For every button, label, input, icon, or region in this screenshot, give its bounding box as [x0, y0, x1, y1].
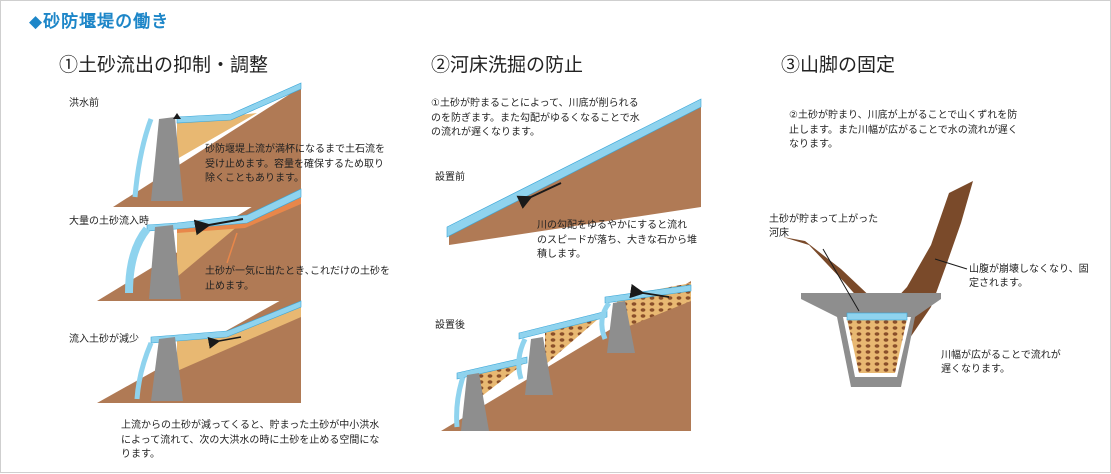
stage2-label: 大量の土砂流入時: [69, 216, 149, 227]
stage1-waterfall: [132, 118, 154, 198]
stage2-note: 土砂が一気に出たとき､これだけの土砂を止めます。: [205, 266, 390, 292]
after-dam-3: [607, 301, 635, 353]
stage2-flow-arrow: [193, 218, 244, 236]
before-flow-arrow: [516, 182, 562, 209]
after-water-2: [518, 310, 608, 340]
after-waterfall-2: [516, 337, 528, 380]
stage1-sediment: [177, 113, 257, 159]
stage2-diagram: [97, 177, 302, 301]
after-sediment-2: [545, 313, 605, 365]
stage1-note: 砂防堰堤上流が満杯になるまで土石流を受け止めます。容量を確保するため取り除くこと…: [205, 144, 385, 184]
section-2-note: 川の勾配をゆるやかにすると流れのスピードが落ち、大きな石から堆積します。: [537, 220, 697, 260]
riverbed-pointer: [822, 248, 860, 312]
river-sediment: [847, 319, 907, 373]
mountain-diagram: [783, 181, 973, 387]
section-1-title: ①土砂流出の抑制・調整: [59, 54, 269, 76]
stage3-diagram: [97, 289, 302, 403]
stage1-water: [176, 82, 302, 124]
section-3-intro: ②土砂が貯まり、川底が上がることで山くずれを防止します。また川幅が広がることで水…: [789, 110, 1018, 150]
after-waterfall-1: [454, 376, 466, 428]
stage1-dam: [151, 117, 183, 201]
after-water-1: [456, 356, 528, 380]
stage1-label: 洪水前: [69, 98, 99, 109]
stage3-flow-arrow: [207, 336, 242, 349]
after-dam-2: [525, 337, 553, 395]
after-dam-1: [461, 373, 489, 431]
stage3-sediment: [177, 307, 301, 371]
page-title: ◆砂防堰堤の働き: [29, 12, 170, 32]
stage2-dam: [149, 225, 181, 299]
section-2-intro: ①土砂が貯まることによって、川底が削られるのを防ぎます。また勾配がゆるくなること…: [431, 98, 640, 138]
before-label: 設置前: [435, 172, 465, 183]
slope-pointer: [934, 258, 968, 270]
river-water: [846, 312, 908, 321]
stage2-pointer: [226, 232, 238, 264]
before-water: [446, 98, 702, 238]
after-flow-arrow: [629, 283, 670, 299]
stage1-dam-top: [173, 113, 181, 119]
after-label: 設置後: [435, 320, 465, 331]
after-diagram: [441, 281, 692, 431]
stage3-dam: [151, 337, 183, 401]
before-diagram: [446, 98, 702, 245]
width-label: 川幅が広がることで流れが遅くなります。: [941, 350, 1061, 375]
section-3-title: ③山脚の固定: [781, 54, 896, 76]
stage1-diagram: [113, 82, 302, 207]
stage2-waterfall: [125, 226, 151, 294]
section-2-title: ②河床洗掘の防止: [431, 54, 584, 76]
stage3-label: 流入土砂が減少: [69, 334, 139, 345]
stage3-note: 上流からの土砂が減ってくると、貯まった土砂が中小洪水によって流れて、次の大洪水の…: [121, 420, 380, 460]
riverbed-label: 土砂が貯まって上がった河床: [769, 214, 879, 239]
slope-label: 山腹が崩壊しなくなり、固定されます。: [969, 264, 1089, 289]
stage3-waterfall: [134, 342, 154, 400]
after-waterfall-3: [599, 301, 612, 340]
